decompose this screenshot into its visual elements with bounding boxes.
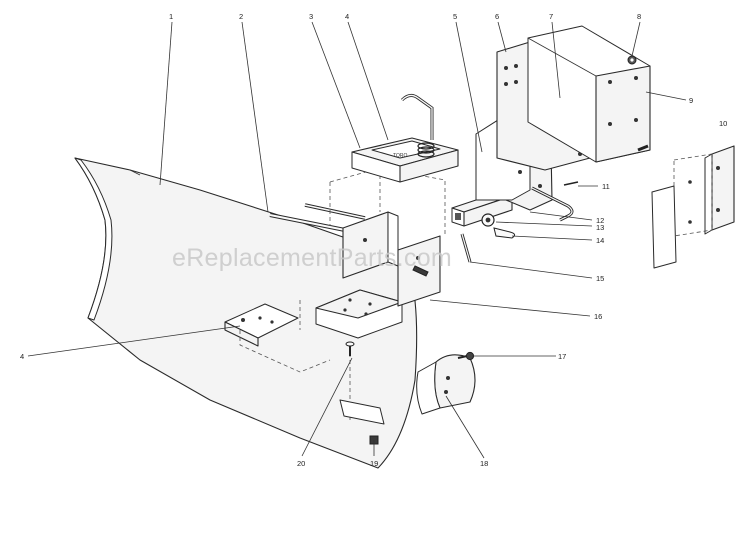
decal-text: TORO <box>393 153 407 159</box>
callout-10: 10 <box>719 119 727 128</box>
clevis-pin <box>460 233 472 263</box>
frame-mount-bracket <box>527 25 651 163</box>
lock-pin-handle <box>400 93 434 140</box>
callout-13: 13 <box>596 223 604 232</box>
swivel-channel: TORO <box>351 137 459 183</box>
pivot-rod <box>269 203 366 232</box>
callout-16: 16 <box>594 312 602 321</box>
callout-12: 12 <box>596 216 604 225</box>
washer-and-clip <box>481 213 516 239</box>
callout-20: 20 <box>297 459 305 468</box>
pivot-bracket-uprights <box>342 211 441 307</box>
callout-11: 11 <box>602 182 610 191</box>
callout-4-upper: 4 <box>345 12 349 21</box>
callout-6: 6 <box>495 12 499 21</box>
leader-lines <box>27 21 687 459</box>
blade-carriage-bolt <box>345 341 355 356</box>
callout-14: 14 <box>596 236 604 245</box>
callout-8: 8 <box>637 12 641 21</box>
callout-5: 5 <box>453 12 457 21</box>
callout-1: 1 <box>169 12 173 21</box>
callout-18: 18 <box>480 459 488 468</box>
spring <box>417 142 435 158</box>
callout-15: 15 <box>596 274 604 283</box>
callout-2: 2 <box>239 12 243 21</box>
watermark-text: eReplacementParts.com <box>172 244 452 272</box>
callout-7: 7 <box>549 12 553 21</box>
hex-nut <box>627 55 637 65</box>
blade-mount-plate <box>315 289 403 339</box>
skid-shoe <box>416 354 476 415</box>
callout-17: 17 <box>558 352 566 361</box>
hitch-pin <box>531 181 579 222</box>
side-plate <box>651 145 735 269</box>
callout-9: 9 <box>689 96 693 105</box>
callout-4-lower: 4 <box>20 352 24 361</box>
callout-3: 3 <box>309 12 313 21</box>
callout-numbers: 1 2 3 4 5 6 7 8 9 10 11 12 13 14 15 16 1… <box>20 12 727 468</box>
hitch-bracket-plate <box>224 303 299 347</box>
callout-19: 19 <box>370 459 378 468</box>
